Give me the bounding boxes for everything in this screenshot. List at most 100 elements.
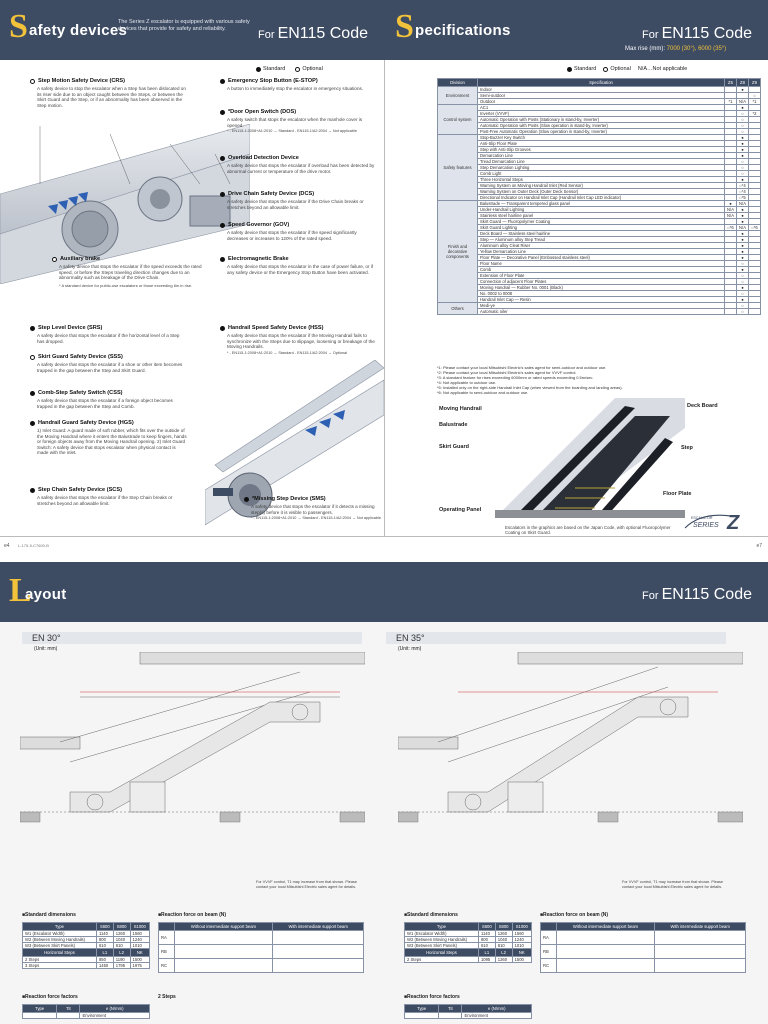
device-sms: *Missing Step Device (SMS) A safety devi… <box>244 496 384 522</box>
factor-sub: Environment <box>461 1012 532 1019</box>
label-step: Step <box>681 445 693 451</box>
for-label: For <box>642 29 659 41</box>
standard-dot-icon <box>220 325 225 331</box>
device-dos: *Door Open Switch (DOS) A safety switch … <box>220 109 378 135</box>
spec-division-cell: Control system <box>437 104 478 135</box>
catalog-code: L-175-5-C7600-B <box>18 543 49 548</box>
device-dcs: Drive Chain Safety Device (DCS) A safety… <box>220 191 378 210</box>
standard-dot-icon <box>256 66 261 72</box>
beam-formula <box>654 944 746 959</box>
beam-formula <box>555 958 656 973</box>
label-floor-plate: Floor Plate <box>663 491 692 497</box>
hs-cell: 3 Steps <box>22 962 97 969</box>
optional-circle-icon <box>30 354 35 360</box>
max-rise-label: Max rise (mm): <box>625 46 665 52</box>
series-z-swoosh-icon <box>684 514 732 529</box>
safety-devices-title: afety devices <box>29 22 128 39</box>
optional-circle-icon <box>295 66 301 72</box>
device-srs-name: Step Level Device (SRS) <box>38 325 103 331</box>
spec-note: *5: Installed only on the right-side Han… <box>437 385 623 390</box>
en35-factors-title: ■Reaction force factors <box>404 994 460 1000</box>
en35-layout-drawing <box>398 652 743 823</box>
hs-col: L1 <box>95 948 114 957</box>
hs-cell: 1450 <box>95 962 114 969</box>
device-css: Comb-Step Safety Switch (CSS) A safety d… <box>30 390 188 409</box>
beam-col: Without intermediate support beam <box>555 922 656 931</box>
hs-cell: 1095 <box>477 956 496 963</box>
en30-reaction-beam-title: ■Reaction force on beam (N) <box>158 912 227 918</box>
beam-formula <box>555 930 656 945</box>
hs-col: Horizontal Steps <box>22 948 97 957</box>
hs-cell: 1260 <box>494 956 513 963</box>
device-hss-name: Handrail Speed Safety Device (HSS) <box>228 325 324 331</box>
hs-col: NK <box>129 948 151 957</box>
device-scs-head: Step Chain Safety Device (SCS) <box>30 487 188 493</box>
spec-mark-cell: ○ <box>736 308 749 315</box>
standard-dot-icon <box>30 487 35 493</box>
spec-note: *6: Not applicable to semi-outdoor and o… <box>437 390 529 395</box>
spec-note: *1: Please contact your local Mitsubishi… <box>437 365 607 370</box>
en30-std-dim-title: ■Standard dimensions <box>22 912 76 918</box>
factor-col: e (N/mm) <box>461 1004 532 1013</box>
optional-circle-icon <box>603 66 609 72</box>
en35-std-dim-title: ■Standard dimensions <box>404 912 458 918</box>
device-crs-head: Step Motion Safety Device (CRS) <box>30 78 188 84</box>
device-overload-head: Overload Detection Device <box>220 155 378 161</box>
hs-col: NK <box>511 948 533 957</box>
standard-dot-icon <box>30 325 35 331</box>
en35-label: EN 35° <box>396 633 425 643</box>
table-row: RA <box>540 930 746 945</box>
col-z5-header: Z5 <box>724 78 737 87</box>
beam-formula <box>173 958 274 973</box>
device-css-body: A safety device that stops the escalator… <box>37 398 173 409</box>
beam-row-label: RB <box>158 944 175 959</box>
device-dcs-name: Drive Chain Safety Device (DCS) <box>228 191 315 197</box>
safety-s-letter: S <box>9 8 28 45</box>
hs-cell: 1500 <box>511 956 533 963</box>
beam-col <box>158 922 175 931</box>
logo-z-label: Z <box>727 512 740 534</box>
device-overload-name: Overload Detection Device <box>228 155 299 161</box>
factor-col: Tit <box>438 1004 463 1013</box>
legend-na-label: N/A <box>637 66 647 72</box>
legend-standard-label: Standard <box>263 66 286 72</box>
dim-col: S800 <box>112 922 131 931</box>
device-hss: Handrail Speed Safety Device (HSS) A saf… <box>220 325 378 356</box>
standard-dot-icon <box>220 155 225 161</box>
legend-optional: Optional <box>603 66 631 72</box>
legend-optional-label: Optional <box>302 66 323 72</box>
beam-formula <box>272 930 364 945</box>
dim-col: S600 <box>477 922 496 931</box>
device-sms-name: *Missing Step Device (SMS) <box>252 496 326 502</box>
factor-col: Tit <box>56 1004 81 1013</box>
device-gov-name: Speed Governor (GOV) <box>228 222 290 228</box>
spec-note: *2: Please contact your local Mitsubishi… <box>437 370 577 375</box>
table-row: RC <box>540 958 746 973</box>
standard-dot-icon <box>30 390 35 396</box>
safety-devices-panel: Standard Optional Step Motion Safety Dev… <box>0 60 384 536</box>
code-label: EN115 Code <box>661 586 752 603</box>
legend-standard: Standard <box>567 66 596 72</box>
legend-standard: Standard <box>256 66 285 72</box>
safety-intro-text: The Series Z escalator is equipped with … <box>118 19 250 32</box>
factor-cell <box>21 1012 58 1019</box>
device-srs-body: A safety device that stops the escalator… <box>37 333 180 344</box>
standard-dot-icon <box>30 420 35 426</box>
legend-na: N/A…Not applicable <box>637 66 688 72</box>
spec-division-cell: Others <box>437 302 478 315</box>
dim-col: S600 <box>95 922 114 931</box>
logo-escalator-label: ESCALATOR <box>691 516 713 520</box>
layout-title: ayout <box>25 586 67 603</box>
spec-header: Specification <box>477 78 725 87</box>
device-brake: Electromagnetic Brake A safety device th… <box>220 256 378 275</box>
device-dos-name: *Door Open Switch (DOS) <box>228 109 297 115</box>
table-row: RC <box>158 958 364 973</box>
